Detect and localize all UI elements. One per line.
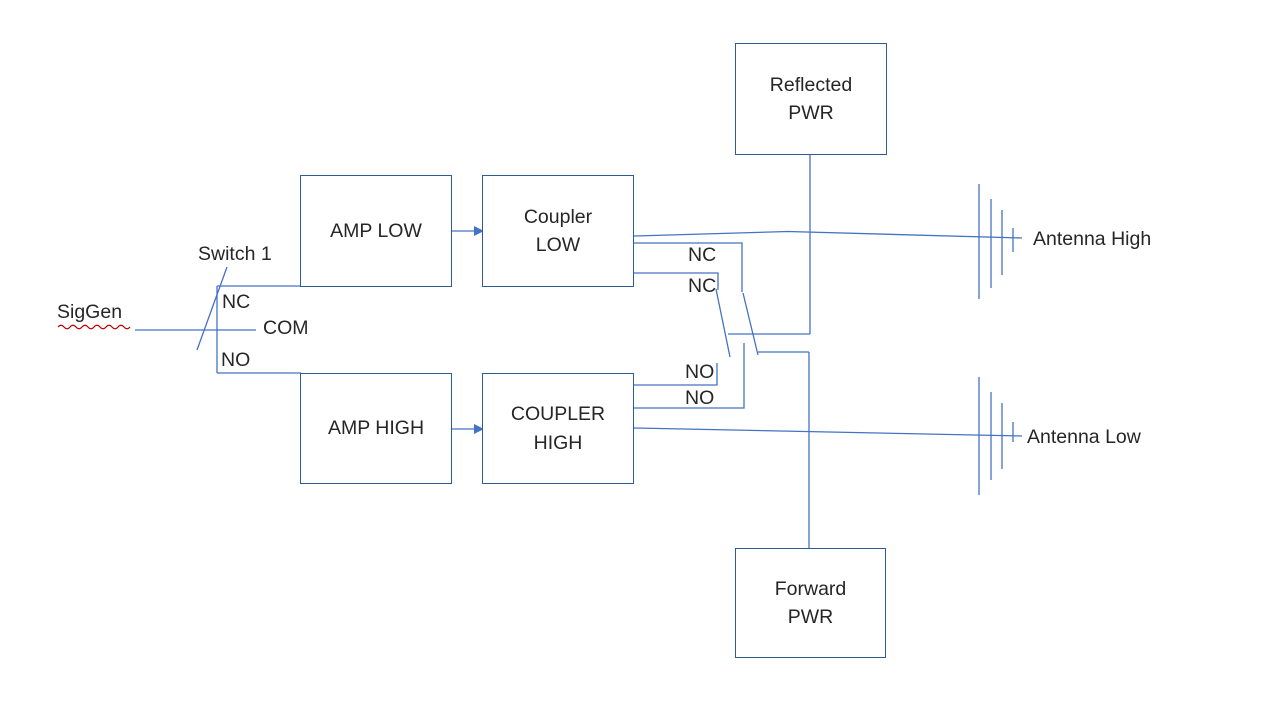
amp-high-to-coupler-arrow bbox=[452, 424, 484, 434]
nc-upper-wire bbox=[634, 242, 743, 292]
arrow-head-icon bbox=[474, 424, 484, 434]
reflected-pwr-label: Reflected PWR bbox=[769, 73, 853, 124]
amp-high-label: AMP HIGH bbox=[327, 417, 425, 440]
switch2-blade-a bbox=[715, 288, 731, 358]
switch1-blade bbox=[196, 266, 228, 351]
coupler-high-box[interactable]: COUPLER HIGH bbox=[482, 373, 634, 484]
forward-pwr-box[interactable]: Forward PWR bbox=[735, 548, 886, 658]
switch1-nc-label[interactable]: NC bbox=[222, 291, 251, 313]
amp-high-box[interactable]: AMP HIGH bbox=[300, 373, 452, 484]
switch1-title-label[interactable]: Switch 1 bbox=[198, 243, 272, 265]
switch2-nc-lower-label[interactable]: NC bbox=[688, 275, 717, 297]
switch2-symbol bbox=[633, 230, 1023, 409]
siggen-label[interactable]: SigGen bbox=[57, 301, 123, 323]
amp-low-box[interactable]: AMP LOW bbox=[300, 175, 452, 287]
switch1-com-label[interactable]: COM bbox=[263, 317, 309, 339]
coupler-high-to-antenna-low-wire bbox=[633, 427, 1023, 437]
nc-lower-wire bbox=[634, 272, 719, 290]
switch2-blade-b bbox=[742, 292, 759, 356]
forward-pwr-label: Forward PWR bbox=[774, 577, 847, 628]
coupler-low-to-antenna-high-wire bbox=[633, 230, 1023, 239]
arrow-head-icon bbox=[474, 226, 484, 236]
antenna-low-label[interactable]: Antenna Low bbox=[1027, 426, 1141, 448]
switch2-nc-upper-label[interactable]: NC bbox=[688, 244, 717, 266]
coupler-high-label: COUPLER HIGH bbox=[510, 403, 606, 454]
reflected-pwr-box[interactable]: Reflected PWR bbox=[735, 43, 887, 155]
spellcheck-squiggle-icon bbox=[57, 324, 131, 330]
no-lower-wire bbox=[634, 343, 745, 409]
amp-low-to-coupler-arrow bbox=[452, 226, 484, 236]
coupler-low-box[interactable]: Coupler LOW bbox=[482, 175, 634, 287]
switch2-no-upper-label[interactable]: NO bbox=[685, 361, 715, 383]
switch1-no-label[interactable]: NO bbox=[221, 349, 251, 371]
antenna-high-label[interactable]: Antenna High bbox=[1033, 228, 1152, 250]
switch1-symbol bbox=[135, 266, 301, 374]
antenna-low-icon bbox=[978, 377, 1014, 495]
switch2-no-lower-label[interactable]: NO bbox=[685, 387, 715, 409]
amp-low-label: AMP LOW bbox=[330, 219, 422, 242]
antenna-high-icon bbox=[978, 184, 1014, 299]
no-upper-wire bbox=[634, 363, 718, 386]
coupler-low-label: Coupler LOW bbox=[523, 205, 593, 256]
